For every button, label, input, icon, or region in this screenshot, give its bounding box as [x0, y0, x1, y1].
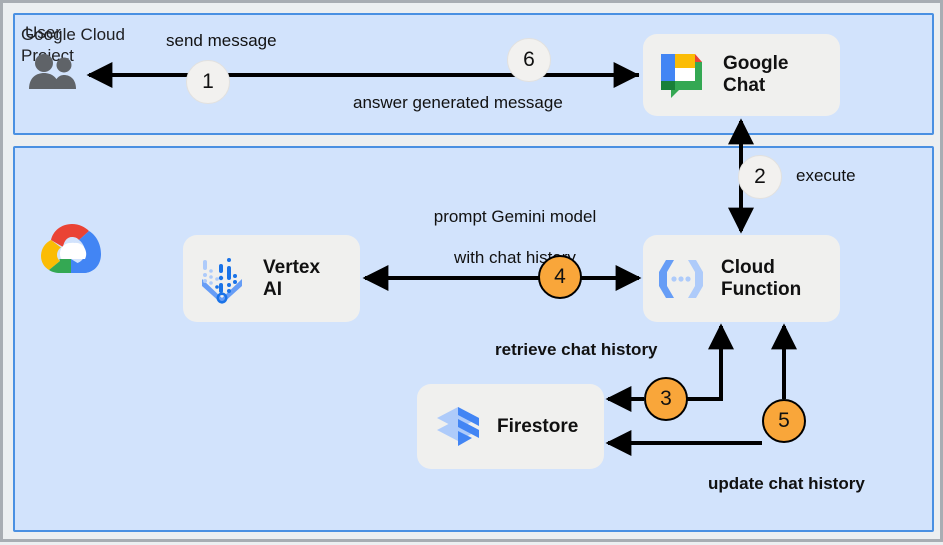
firestore-icon — [429, 402, 487, 452]
step-badge-5[interactable]: 5 — [762, 399, 806, 443]
node-vertex-ai-label: Vertex AI — [263, 256, 321, 300]
edge-label-retrieve-chat-history: retrieve chat history — [495, 340, 658, 359]
node-cloud-function-label: Cloud Function — [721, 256, 802, 300]
people-icon — [29, 54, 76, 89]
edge-label-answer-generated-message: answer generated message — [353, 93, 563, 112]
vertex-ai-icon — [193, 254, 251, 304]
edge-label-prompt-gemini: prompt Gemini model with chat history — [411, 187, 619, 289]
node-google-chat[interactable]: Google Chat — [643, 34, 840, 116]
edge-label-prompt-line1: prompt Gemini model — [433, 207, 597, 227]
google-cloud-icon — [41, 224, 101, 273]
step-badge-3[interactable]: 3 — [644, 377, 688, 421]
google-chat-icon — [651, 50, 713, 100]
step-badge-2[interactable]: 2 — [738, 155, 782, 199]
node-google-chat-label: Google Chat — [723, 53, 789, 96]
step-badge-6[interactable]: 6 — [507, 38, 551, 82]
edge-label-send-message: send message — [166, 31, 277, 50]
panel-user-title: User — [25, 23, 61, 42]
edge-label-execute: execute — [796, 166, 856, 185]
step-badge-1[interactable]: 1 — [186, 60, 230, 104]
node-firestore-label: Firestore — [497, 415, 579, 437]
step-badge-4[interactable]: 4 — [538, 255, 582, 299]
node-firestore[interactable]: Firestore — [417, 384, 604, 469]
node-cloud-function[interactable]: Cloud Function — [643, 235, 840, 322]
node-vertex-ai[interactable]: Vertex AI — [183, 235, 360, 322]
cloud-function-icon — [651, 253, 711, 305]
edge-label-update-chat-history: update chat history — [708, 474, 865, 493]
edge-label-prompt-line2: with chat history — [454, 248, 576, 268]
